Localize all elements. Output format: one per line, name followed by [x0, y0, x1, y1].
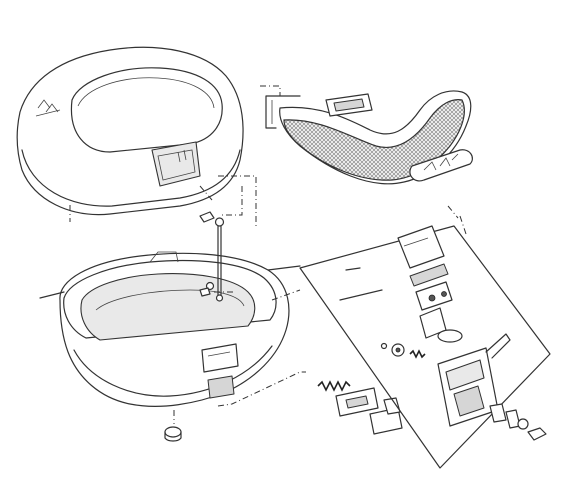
hinge-nut: [199, 211, 215, 297]
hinge-rod: [214, 217, 225, 302]
hook-block: [335, 387, 403, 435]
latch-spring: [317, 380, 351, 392]
lock-latch-plate: [380, 225, 511, 427]
reflector-logo-plate: [409, 149, 473, 182]
lid: [16, 46, 244, 216]
foot-pad: [164, 426, 182, 442]
lid-badge: [35, 99, 61, 117]
base-shell: [59, 251, 290, 407]
base-inner-plate: [201, 343, 239, 399]
reflector-top-clip: [325, 93, 373, 117]
rear-reflector-mesh: [265, 90, 472, 185]
lock-cylinder-key: [339, 267, 547, 441]
